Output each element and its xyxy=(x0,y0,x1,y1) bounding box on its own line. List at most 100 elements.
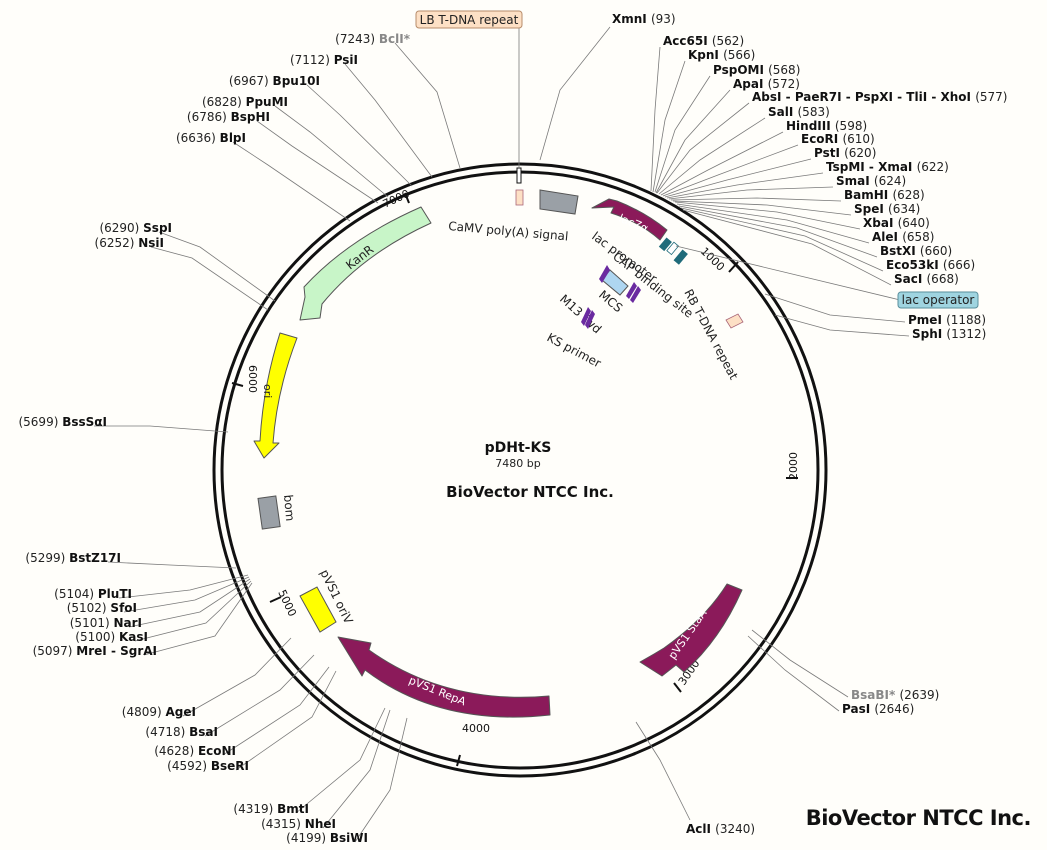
enzyme-name: PstI xyxy=(814,146,844,160)
enzyme-position: (6636) xyxy=(176,131,220,145)
restriction-site-leader xyxy=(150,246,269,311)
restriction-site-leader xyxy=(158,231,276,302)
lb-tdna-label: LB T-DNA repeat xyxy=(420,13,519,27)
boxed-labels: LB T-DNA repeat lac operator xyxy=(415,10,979,309)
enzyme-name: PasI xyxy=(842,702,874,716)
enzyme-name: PpuMI xyxy=(246,95,288,109)
restriction-site-label: SalI (583) xyxy=(768,105,830,119)
restriction-site-label: (6636) BlpI xyxy=(176,131,246,145)
enzyme-position: (6786) xyxy=(187,110,231,124)
restriction-site-label: (4718) BsaI xyxy=(145,725,218,739)
enzyme-name: BsaBI* xyxy=(851,688,899,702)
enzyme-position: (4315) xyxy=(261,817,305,831)
restriction-site-leader xyxy=(652,60,686,193)
ks-primer-arrow-2 xyxy=(585,310,595,329)
restriction-site-label: BamHI (628) xyxy=(844,188,925,202)
restriction-site-label: PmeI (1188) xyxy=(908,313,986,327)
enzyme-name: BclI* xyxy=(379,32,411,46)
enzyme-name: SfoI xyxy=(110,601,137,615)
enzyme-position: (622) xyxy=(917,160,949,174)
restriction-site-leader xyxy=(344,63,433,178)
restriction-site-label: (7243) BclI* xyxy=(335,32,411,46)
tick-label-5000: 5000 xyxy=(275,588,299,619)
enzyme-name: SalI xyxy=(768,105,798,119)
restriction-site-label: EcoRI (610) xyxy=(801,132,875,146)
enzyme-name: BstZ17I xyxy=(69,551,121,565)
tick-marks xyxy=(231,192,798,767)
tick-6000 xyxy=(231,382,244,387)
lac-operator-label-box xyxy=(897,291,979,309)
restriction-site-leader xyxy=(143,582,253,656)
enzyme-name: NsiI xyxy=(138,236,164,250)
enzyme-position: (6252) xyxy=(95,236,139,250)
enzyme-name: BmtI xyxy=(277,802,309,816)
ori-arrow xyxy=(253,332,298,459)
enzyme-position: (93) xyxy=(651,12,676,26)
restriction-site-label: SacI (668) xyxy=(894,272,959,286)
enzyme-name: BspHI xyxy=(231,110,270,124)
restriction-site-label: (5299) BstZ17I xyxy=(25,551,121,565)
enzyme-position: (4628) xyxy=(154,744,198,758)
restriction-site-leader xyxy=(118,574,249,599)
small-features: CaMV poly(A) signal lac promoter CAP bin… xyxy=(257,167,744,633)
ori-label: ori xyxy=(261,384,274,398)
tick-7000 xyxy=(404,192,410,204)
enzyme-position: (577) xyxy=(975,90,1007,104)
enzyme-name: Eco53kI xyxy=(886,258,943,272)
primer-arrow-1 xyxy=(599,265,610,283)
enzyme-position: (666) xyxy=(943,258,975,272)
enzyme-position: (6967) xyxy=(229,74,273,88)
restriction-site-label: SmaI (624) xyxy=(836,174,906,188)
restriction-site-label: BstXI (660) xyxy=(880,244,952,258)
ks-primer-label: KS primer xyxy=(545,330,604,370)
enzyme-name: BssSαI xyxy=(62,415,107,429)
enzyme-position: (4319) xyxy=(233,802,277,816)
enzyme-position: (6828) xyxy=(202,95,246,109)
restriction-site-label: (6252) NsiI xyxy=(95,236,164,250)
enzyme-name: AclI xyxy=(686,822,715,836)
enzyme-name: BstXI xyxy=(880,244,920,258)
restriction-site-leader xyxy=(354,717,408,843)
tick-label-1000: 1000 xyxy=(698,245,727,274)
restriction-site-label: AclI (3240) xyxy=(686,822,755,836)
restriction-site-leader xyxy=(655,89,731,194)
enzyme-name: Acc65I xyxy=(663,34,712,48)
restriction-site-leader xyxy=(670,197,842,202)
tick-3000 xyxy=(673,682,682,693)
enzyme-position: (660) xyxy=(920,244,952,258)
restriction-site-leader xyxy=(322,709,391,829)
restriction-site-leader xyxy=(764,293,906,323)
restriction-site-label: (4592) BseRI xyxy=(167,759,249,773)
restriction-site-leader xyxy=(107,561,237,569)
plasmid-size: 7480 bp xyxy=(495,457,540,470)
restriction-site-leader xyxy=(539,26,611,161)
enzyme-position: (624) xyxy=(874,174,906,188)
enzyme-position: (598) xyxy=(835,119,867,133)
restriction-site-label: (4315) NheI xyxy=(261,817,336,831)
restriction-site-label: (5100) KasI xyxy=(75,630,148,644)
brand-footer: BioVector NTCC Inc. xyxy=(805,806,1032,830)
restriction-site-leader xyxy=(660,131,784,196)
restriction-site-leader xyxy=(774,314,910,337)
bom-box xyxy=(257,495,281,530)
enzyme-position: (5699) xyxy=(18,415,62,429)
restriction-site-label: (5097) MreI - SgrAI xyxy=(33,644,157,658)
tick-1000 xyxy=(728,261,739,273)
lac-operator-label: lac operator xyxy=(902,293,975,307)
restriction-site-label: ApaI (572) xyxy=(733,77,800,91)
restriction-site-leader xyxy=(666,172,824,199)
enzyme-position: (2646) xyxy=(874,702,914,716)
restriction-site-label: TspMI - XmaI (622) xyxy=(826,160,949,174)
restriction-site-leader xyxy=(306,84,413,187)
restriction-site-label: PstI (620) xyxy=(814,146,876,160)
restriction-site-label: (6786) BspHI xyxy=(187,110,270,124)
restriction-site-label: (6967) Bpu10I xyxy=(229,74,320,88)
enzyme-name: BlpI xyxy=(220,131,246,145)
enzyme-name: AgeI xyxy=(166,705,196,719)
rb-tdna-box xyxy=(725,313,744,329)
restriction-site-leader xyxy=(650,46,661,192)
enzyme-position: (4809) xyxy=(122,705,166,719)
cap-site-box xyxy=(673,249,688,265)
plasmid-company: BioVector NTCC Inc. xyxy=(446,483,614,501)
